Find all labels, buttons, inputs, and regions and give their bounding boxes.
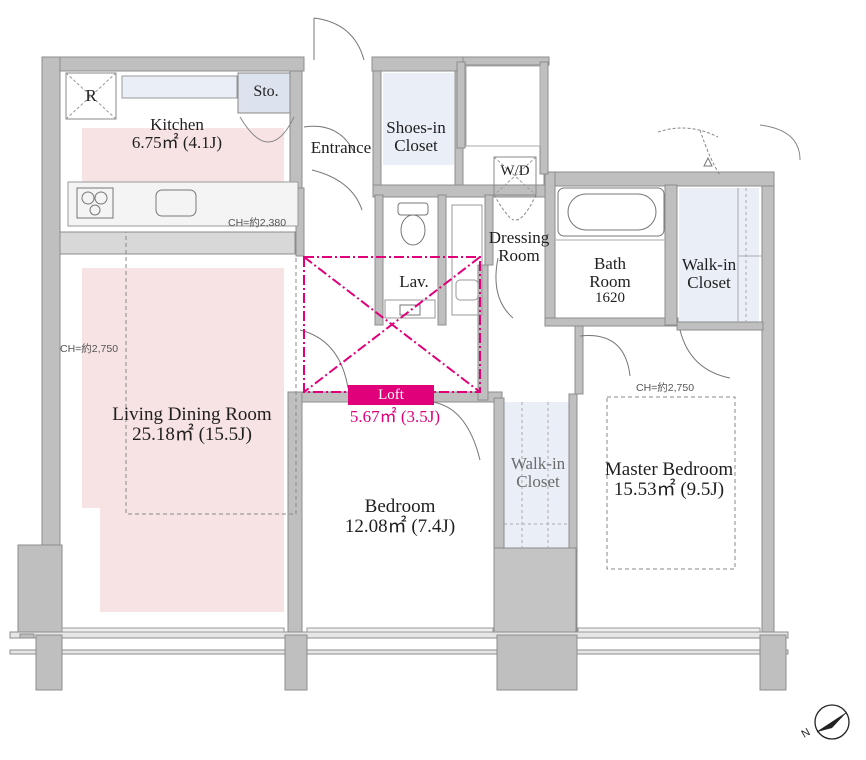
kitchen-counter (67, 181, 299, 227)
walkin-closet-2-floor (503, 402, 570, 548)
living-floor (82, 268, 284, 508)
kitchen-counter-top (121, 75, 238, 99)
wall-dressing-right (484, 194, 494, 266)
wall-bath-left (544, 171, 556, 323)
living-floor-lower (100, 508, 284, 612)
wall-corridor (477, 264, 489, 401)
wall-top-right (462, 56, 550, 66)
toilet-icon (397, 202, 429, 246)
core-box (465, 65, 541, 147)
wall-kitchen-counter (59, 231, 296, 255)
wall-core-right (539, 61, 549, 175)
lav-basin (399, 304, 421, 316)
column-3 (496, 634, 578, 691)
wall-top-far (543, 171, 775, 187)
wall-top-left (41, 56, 305, 72)
bathtub-icon (557, 187, 665, 237)
wall-loft-bottom-2 (429, 391, 503, 403)
wall-walkin2-bottom (493, 547, 577, 639)
window-3 (577, 627, 761, 633)
column-2 (284, 634, 308, 691)
wall-walkin-bottom (676, 321, 764, 331)
floor-tints (82, 73, 759, 612)
balcony-edge (9, 631, 789, 639)
door-swing-icon (431, 401, 481, 461)
shoes-closet-floor (383, 73, 454, 165)
washer-dryer-icon (493, 156, 537, 196)
window-2 (306, 627, 494, 633)
refrigerator-icon (65, 72, 117, 120)
stove-icon (76, 187, 114, 219)
compass-icon: N (800, 704, 850, 741)
door-swing-icon (313, 17, 365, 61)
wall-core-left (456, 61, 466, 149)
door-swing-icon (239, 116, 295, 143)
loft-marker (303, 256, 481, 393)
door-swing-icon (679, 329, 731, 379)
wall-walkin-right (761, 185, 775, 635)
wall-lav-right (437, 194, 447, 326)
triangle-marker (703, 156, 713, 167)
lav-counter (384, 299, 436, 319)
column-5 (19, 633, 35, 639)
vanity-sink (455, 279, 479, 301)
wall-master-top (574, 325, 584, 395)
storage-box (237, 72, 291, 114)
vanity (451, 204, 483, 316)
door-swing-icon (311, 169, 363, 211)
door-swing-icon (495, 257, 514, 319)
loft-cross-2 (303, 256, 481, 393)
door-swing-icon (759, 124, 801, 161)
window-1 (61, 627, 285, 633)
column-4 (759, 634, 787, 691)
balcony-rail (9, 649, 789, 655)
door-swing-icon (657, 127, 721, 176)
living-ch-outline (125, 231, 297, 515)
wall-column-sw (17, 544, 63, 636)
wall-loft-bottom (301, 391, 355, 403)
door-swing-icon (303, 125, 355, 153)
wall-bath-bottom (544, 317, 679, 327)
wall-left (41, 56, 61, 548)
wall-lav-left (374, 194, 384, 326)
wall-walkin-left (664, 184, 678, 326)
wall-shoes (372, 70, 382, 192)
column-1 (35, 634, 63, 691)
wall-kitchen-right (289, 70, 303, 192)
wall-top-mid (371, 56, 465, 72)
svg-text:N: N (800, 726, 813, 740)
fixtures (61, 17, 801, 633)
master-ch-outline (606, 396, 736, 570)
walls (9, 56, 789, 691)
door-swing-icon (579, 335, 631, 377)
kitchen-floor (82, 128, 284, 186)
door-swing-icon (299, 329, 349, 389)
door-swing-icon (493, 194, 537, 221)
sink-icon (155, 189, 197, 217)
